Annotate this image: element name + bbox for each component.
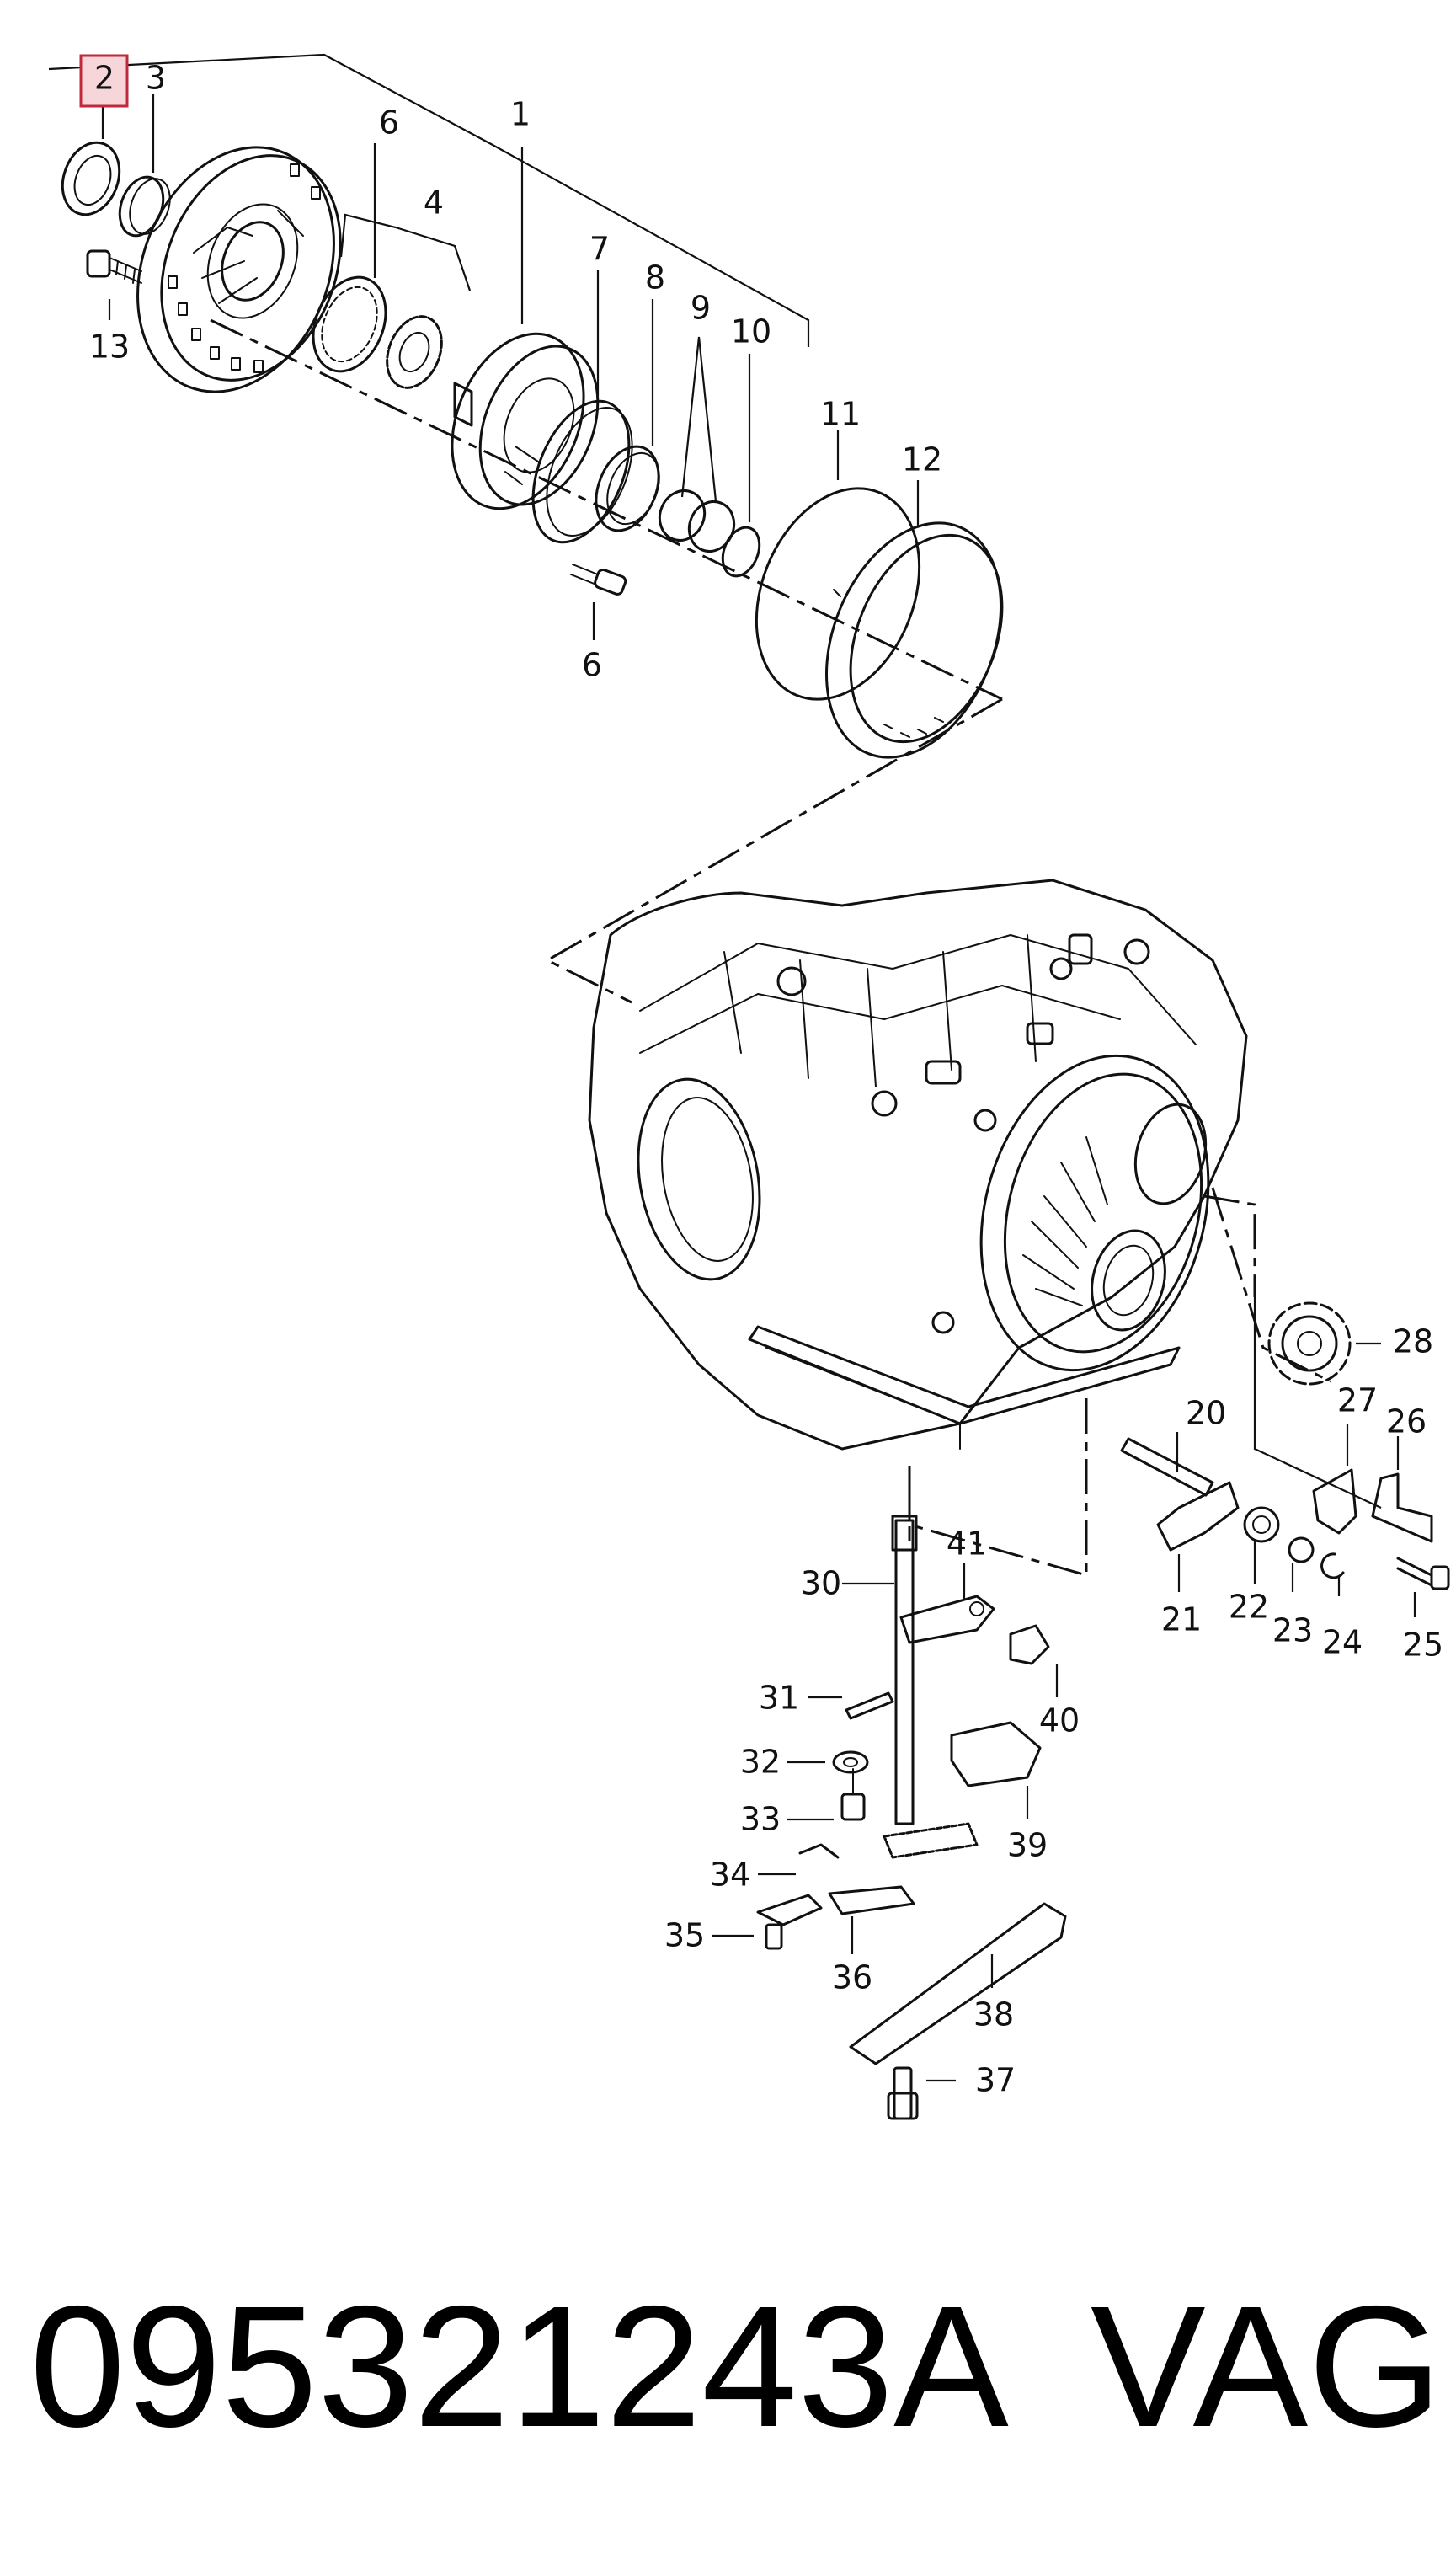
callout-13: 13 <box>89 329 130 366</box>
callout-28: 28 <box>1393 1323 1433 1360</box>
part-4-gears <box>312 213 472 389</box>
part-7-ring <box>531 399 633 544</box>
callout-24: 24 <box>1322 1624 1363 1661</box>
callout-37: 37 <box>975 2062 1016 2099</box>
callout-38: 38 <box>973 1996 1014 2033</box>
callout-7: 7 <box>589 231 610 268</box>
housing-leader-lines <box>544 697 1382 1577</box>
callout-1: 1 <box>510 96 531 133</box>
callout-30: 30 <box>801 1565 841 1602</box>
callout-2: 2 <box>94 60 115 97</box>
part-8-ring <box>595 445 660 532</box>
callout-40: 40 <box>1039 1702 1080 1739</box>
brand-name: VAG <box>1091 2270 1443 2463</box>
callout-12: 12 <box>902 441 942 478</box>
gearbox-housing <box>588 879 1248 1451</box>
callout-3: 3 <box>146 60 166 97</box>
part-10-circlip <box>721 526 761 578</box>
part-11-o-ring <box>755 487 921 701</box>
part-13-bolt <box>86 249 142 284</box>
callout-11: 11 <box>820 396 861 433</box>
callout-36: 36 <box>832 1959 872 1996</box>
part-28-sprocket <box>1267 1301 1352 1386</box>
part-1-hub <box>451 332 600 510</box>
callout-8: 8 <box>645 259 665 297</box>
callout-10: 10 <box>731 313 771 350</box>
callout-27: 27 <box>1337 1382 1378 1419</box>
callout-labels: 2 3 6 1 4 7 8 9 10 13 11 12 6 28 20 27 2… <box>89 60 1443 2099</box>
highlight-box-part-2[interactable] <box>79 54 129 108</box>
callout-21: 21 <box>1161 1601 1202 1638</box>
callout-22: 22 <box>1229 1589 1269 1626</box>
callout-4: 4 <box>424 184 444 222</box>
callout-23: 23 <box>1272 1612 1313 1649</box>
callout-26: 26 <box>1386 1403 1427 1440</box>
callout-9: 9 <box>691 290 711 327</box>
callout-39: 39 <box>1007 1827 1048 1864</box>
selector-parts-right <box>1120 1437 1450 1590</box>
part-9-rings <box>658 489 736 553</box>
callout-20: 20 <box>1186 1395 1226 1432</box>
part-number: 095321243A <box>29 2270 1009 2463</box>
callout-33: 33 <box>740 1801 781 1838</box>
selector-shaft-group <box>756 1515 1067 2120</box>
part-3-bushing <box>118 175 171 238</box>
upper-assembly-lines <box>48 53 1003 701</box>
part-12-gasket <box>825 521 1004 759</box>
callout-34: 34 <box>710 1857 750 1894</box>
part-6-screw <box>570 564 627 596</box>
callout-41: 41 <box>947 1525 987 1563</box>
callout-32: 32 <box>740 1744 781 1781</box>
callout-25: 25 <box>1403 1627 1443 1664</box>
callout-leaders <box>101 94 1416 2082</box>
callout-31: 31 <box>759 1680 799 1717</box>
callout-6: 6 <box>379 104 399 142</box>
part-2-seal[interactable] <box>53 135 129 223</box>
pump-flange <box>136 146 342 393</box>
callout-6b: 6 <box>582 647 602 684</box>
callout-35: 35 <box>664 1917 705 1954</box>
